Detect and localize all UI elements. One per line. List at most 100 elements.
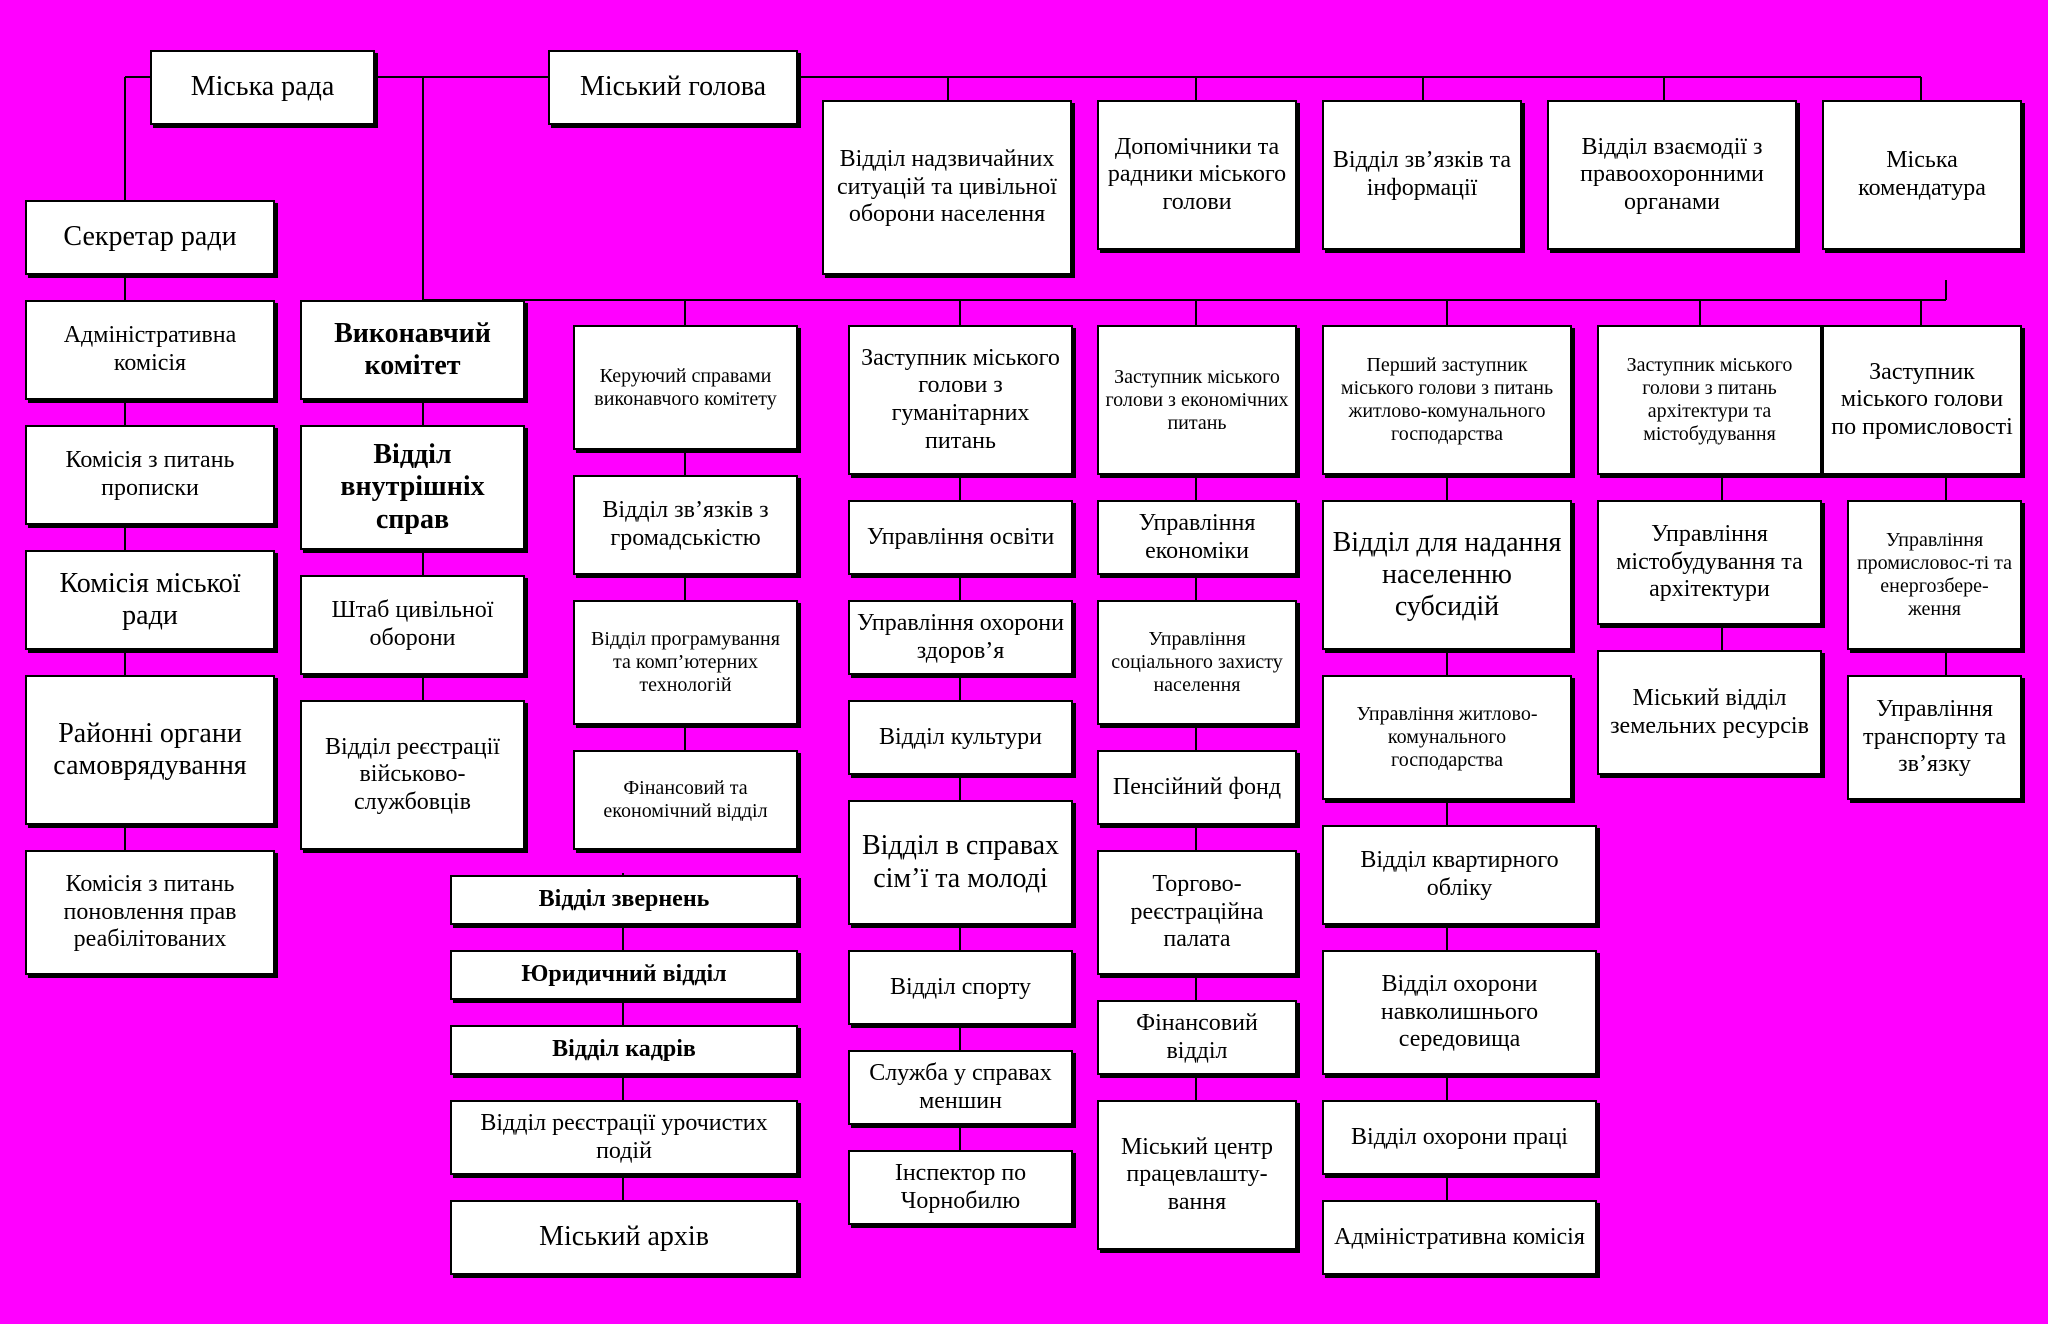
industry-energy-dept-label: Управління промисловос-ті та енергозбере… xyxy=(1856,529,2013,620)
housing-deputy-box: Перший заступник міського голови з питан… xyxy=(1322,325,1572,475)
city-archive-label: Міський архів xyxy=(539,1221,709,1253)
education-dept-label: Управління освіти xyxy=(866,523,1055,550)
housing-admin-commission-label: Адміністративна комісія xyxy=(1334,1223,1585,1250)
transport-communications-box: Управління транспорту та зв’язку xyxy=(1847,675,2022,800)
komendatura-label: Міська комендатура xyxy=(1858,147,1986,201)
city-council-label: Міська рада xyxy=(190,71,335,103)
mayor-label: Міський голова xyxy=(579,71,767,103)
urban-planning-dept-label: Управління містобудування та архітектури xyxy=(1616,521,1803,603)
internal-affairs-label: Відділ внутрішніх справ xyxy=(340,439,485,535)
industry-energy-dept-box: Управління промисловос-ті та енергозбере… xyxy=(1847,500,2022,650)
trade-chamber-box: Торгово-реєстраційна палата xyxy=(1097,850,1297,975)
chernobyl-inspector-box: Інспектор по Чорнобилю xyxy=(848,1150,1073,1225)
health-dept-box: Управління охорони здоров’я xyxy=(848,600,1073,675)
communications-dept-box: Відділ зв’язків та інформації xyxy=(1322,100,1522,250)
rehabilitation-commission-label: Комісія з питань поновлення прав реабілі… xyxy=(63,871,237,953)
district-bodies-label: Районні органи самоврядування xyxy=(53,717,247,781)
pension-fund-label: Пенсійний фонд xyxy=(1112,773,1282,800)
employment-center-label: Міський центр працевлашту-вання xyxy=(1120,1133,1274,1215)
transport-communications-label: Управління транспорту та зв’язку xyxy=(1862,696,2007,778)
emergency-dept-box: Відділ надзвичайних ситуацій та цивільно… xyxy=(822,100,1072,275)
programming-dept-box: Відділ програмування та комп’ютерних тех… xyxy=(573,600,798,725)
emergency-dept-label: Відділ надзвичайних ситуацій та цивільно… xyxy=(837,146,1057,228)
humanitarian-deputy-box: Заступник міського голови з гуманітарних… xyxy=(848,325,1073,475)
subsidies-dept-box: Відділ для надання населенню субсидій xyxy=(1322,500,1572,650)
land-resources-dept-box: Міський відділ земельних ресурсів xyxy=(1597,650,1822,775)
education-dept-box: Управління освіти xyxy=(848,500,1073,575)
environment-dept-box: Відділ охорони навколишнього середовища xyxy=(1322,950,1597,1075)
architecture-deputy-label: Заступник міського голови з питань архіт… xyxy=(1626,354,1793,445)
mayor-box: Міський голова xyxy=(548,50,798,125)
assistants-label: Допомічники та радники міського голови xyxy=(1107,133,1287,215)
communications-dept-label: Відділ зв’язків та інформації xyxy=(1332,147,1512,201)
industry-deputy-label: Заступник міського голови по промисловос… xyxy=(1831,358,2013,440)
law-enforcement-dept-box: Відділ взаємодії з правоохоронними орган… xyxy=(1547,100,1797,250)
architecture-deputy-box: Заступник міського голови з питань архіт… xyxy=(1597,325,1822,475)
economy-dept-label: Управління економіки xyxy=(1138,509,1256,564)
komendatura-box: Міська комендатура xyxy=(1822,100,2022,250)
council-secretary-label: Секретар ради xyxy=(63,221,237,253)
internal-affairs-box: Відділ внутрішніх справ xyxy=(300,425,525,550)
executive-committee-box: Виконавчий комітет xyxy=(300,300,525,400)
finance-economic-dept-label: Фінансовий та економічний відділ xyxy=(603,777,768,822)
housing-deputy-label: Перший заступник міського голови з питан… xyxy=(1340,354,1554,445)
executive-committee-label: Виконавчий комітет xyxy=(334,317,491,381)
programming-dept-label: Відділ програмування та комп’ютерних тех… xyxy=(591,628,780,696)
chernobyl-inspector-label: Інспектор по Чорнобилю xyxy=(894,1159,1027,1214)
minorities-service-box: Служба у справах меншин xyxy=(848,1050,1073,1125)
economy-dept-box: Управління економіки xyxy=(1097,500,1297,575)
public-relations-label: Відділ зв’язків з громадськістю xyxy=(602,497,769,551)
health-dept-label: Управління охорони здоров’я xyxy=(857,609,1064,664)
labor-protection-box: Відділ охорони праці xyxy=(1322,1100,1597,1175)
housing-communal-dept-box: Управління житлово-комунального господар… xyxy=(1322,675,1572,800)
managing-affairs-label: Керуючий справами виконавчого комітету xyxy=(594,364,777,410)
legal-dept-label: Юридичний відділ xyxy=(521,961,727,988)
family-youth-dept-label: Відділ в справах сім’ї та молоді xyxy=(861,830,1060,894)
public-relations-box: Відділ зв’язків з громадськістю xyxy=(573,475,798,575)
land-resources-dept-label: Міський відділ земельних ресурсів xyxy=(1610,684,1809,739)
registration-commission-label: Комісія з питань прописки xyxy=(65,447,235,501)
personnel-dept-box: Відділ кадрів xyxy=(450,1025,798,1075)
industry-deputy-box: Заступник міського голови по промисловос… xyxy=(1822,325,2022,475)
sports-dept-label: Відділ спорту xyxy=(889,973,1032,1000)
sports-dept-box: Відділ спорту xyxy=(848,950,1073,1025)
ceremonies-dept-label: Відділ реєстрації урочистих подій xyxy=(480,1109,768,1164)
city-council-box: Міська рада xyxy=(150,50,375,125)
council-commission-label: Комісія міської ради xyxy=(59,567,241,631)
appeals-dept-label: Відділ звернень xyxy=(538,886,710,913)
apartment-accounting-label: Відділ квартирного обліку xyxy=(1360,847,1559,901)
economic-deputy-label: Заступник міського голови з економічних … xyxy=(1105,365,1289,434)
labor-protection-label: Відділ охорони праці xyxy=(1351,1123,1568,1150)
district-bodies-box: Районні органи самоврядування xyxy=(25,675,275,825)
culture-dept-box: Відділ культури xyxy=(848,700,1073,775)
law-enforcement-dept-label: Відділ взаємодії з правоохоронними орган… xyxy=(1580,133,1764,215)
admin-commission-box: Адміністративна комісія xyxy=(25,300,275,400)
environment-dept-label: Відділ охорони навколишнього середовища xyxy=(1380,971,1539,1053)
admin-commission-label: Адміністративна комісія xyxy=(63,322,237,376)
finance-dept-label: Фінансовий відділ xyxy=(1136,1009,1258,1064)
humanitarian-deputy-label: Заступник міського голови з гуманітарних… xyxy=(861,344,1060,454)
family-youth-dept-box: Відділ в справах сім’ї та молоді xyxy=(848,800,1073,925)
minorities-service-label: Служба у справах меншин xyxy=(869,1059,1052,1114)
personnel-dept-label: Відділ кадрів xyxy=(552,1036,696,1063)
housing-communal-dept-label: Управління житлово-комунального господар… xyxy=(1356,703,1538,771)
apartment-accounting-box: Відділ квартирного обліку xyxy=(1322,825,1597,925)
culture-dept-label: Відділ культури xyxy=(878,723,1043,750)
council-secretary-box: Секретар ради xyxy=(25,200,275,275)
assistants-box: Допомічники та радники міського голови xyxy=(1097,100,1297,250)
finance-economic-dept-box: Фінансовий та економічний відділ xyxy=(573,750,798,850)
managing-affairs-box: Керуючий справами виконавчого комітету xyxy=(573,325,798,450)
military-registration-label: Відділ реєстрації військово-службовців xyxy=(325,733,500,815)
city-archive-box: Міський архів xyxy=(450,1200,798,1275)
housing-admin-commission-box: Адміністративна комісія xyxy=(1322,1200,1597,1275)
registration-commission-box: Комісія з питань прописки xyxy=(25,425,275,525)
urban-planning-dept-box: Управління містобудування та архітектури xyxy=(1597,500,1822,625)
civil-defense-hq-box: Штаб цивільної оборони xyxy=(300,575,525,675)
ceremonies-dept-box: Відділ реєстрації урочистих подій xyxy=(450,1100,798,1175)
appeals-dept-box: Відділ звернень xyxy=(450,875,798,925)
military-registration-box: Відділ реєстрації військово-службовців xyxy=(300,700,525,850)
council-commission-box: Комісія міської ради xyxy=(25,550,275,650)
employment-center-box: Міський центр працевлашту-вання xyxy=(1097,1100,1297,1250)
economic-deputy-box: Заступник міського голови з економічних … xyxy=(1097,325,1297,475)
pension-fund-box: Пенсійний фонд xyxy=(1097,750,1297,825)
